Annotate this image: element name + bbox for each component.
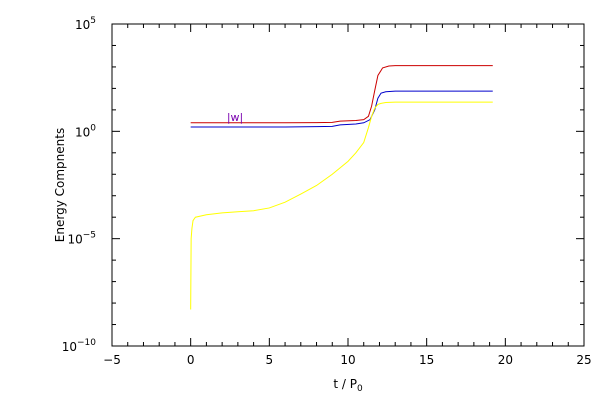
plot-frame bbox=[111, 23, 585, 347]
y-tick-label: 10−5 bbox=[67, 231, 96, 247]
y-tick-label: 10−10 bbox=[62, 338, 97, 354]
series-layer bbox=[190, 65, 493, 310]
series-line-1 bbox=[190, 90, 493, 128]
series-line-0 bbox=[190, 65, 493, 124]
x-tick-label: 15 bbox=[419, 353, 434, 367]
series-line-2 bbox=[190, 101, 493, 310]
x-tick-label: 0 bbox=[187, 353, 195, 367]
annotation-label: |w| bbox=[227, 111, 243, 124]
y-tick-label: 100 bbox=[75, 123, 96, 139]
x-tick-label: −5 bbox=[103, 353, 121, 367]
y-tick-label: 105 bbox=[75, 16, 96, 32]
x-tick-label: 25 bbox=[576, 353, 591, 367]
axis-ticks: −5 0 5 10 15 20 25 105 100 10−5 10−10 bbox=[62, 16, 592, 367]
y-axis-title: Energy Compnents bbox=[53, 128, 67, 242]
x-tick-label: 10 bbox=[340, 353, 355, 367]
x-tick-label: 5 bbox=[266, 353, 274, 367]
annotation-layer: |w| bbox=[227, 111, 243, 124]
x-axis-title: t / P0 bbox=[333, 377, 363, 394]
x-tick-label: 20 bbox=[498, 353, 513, 367]
